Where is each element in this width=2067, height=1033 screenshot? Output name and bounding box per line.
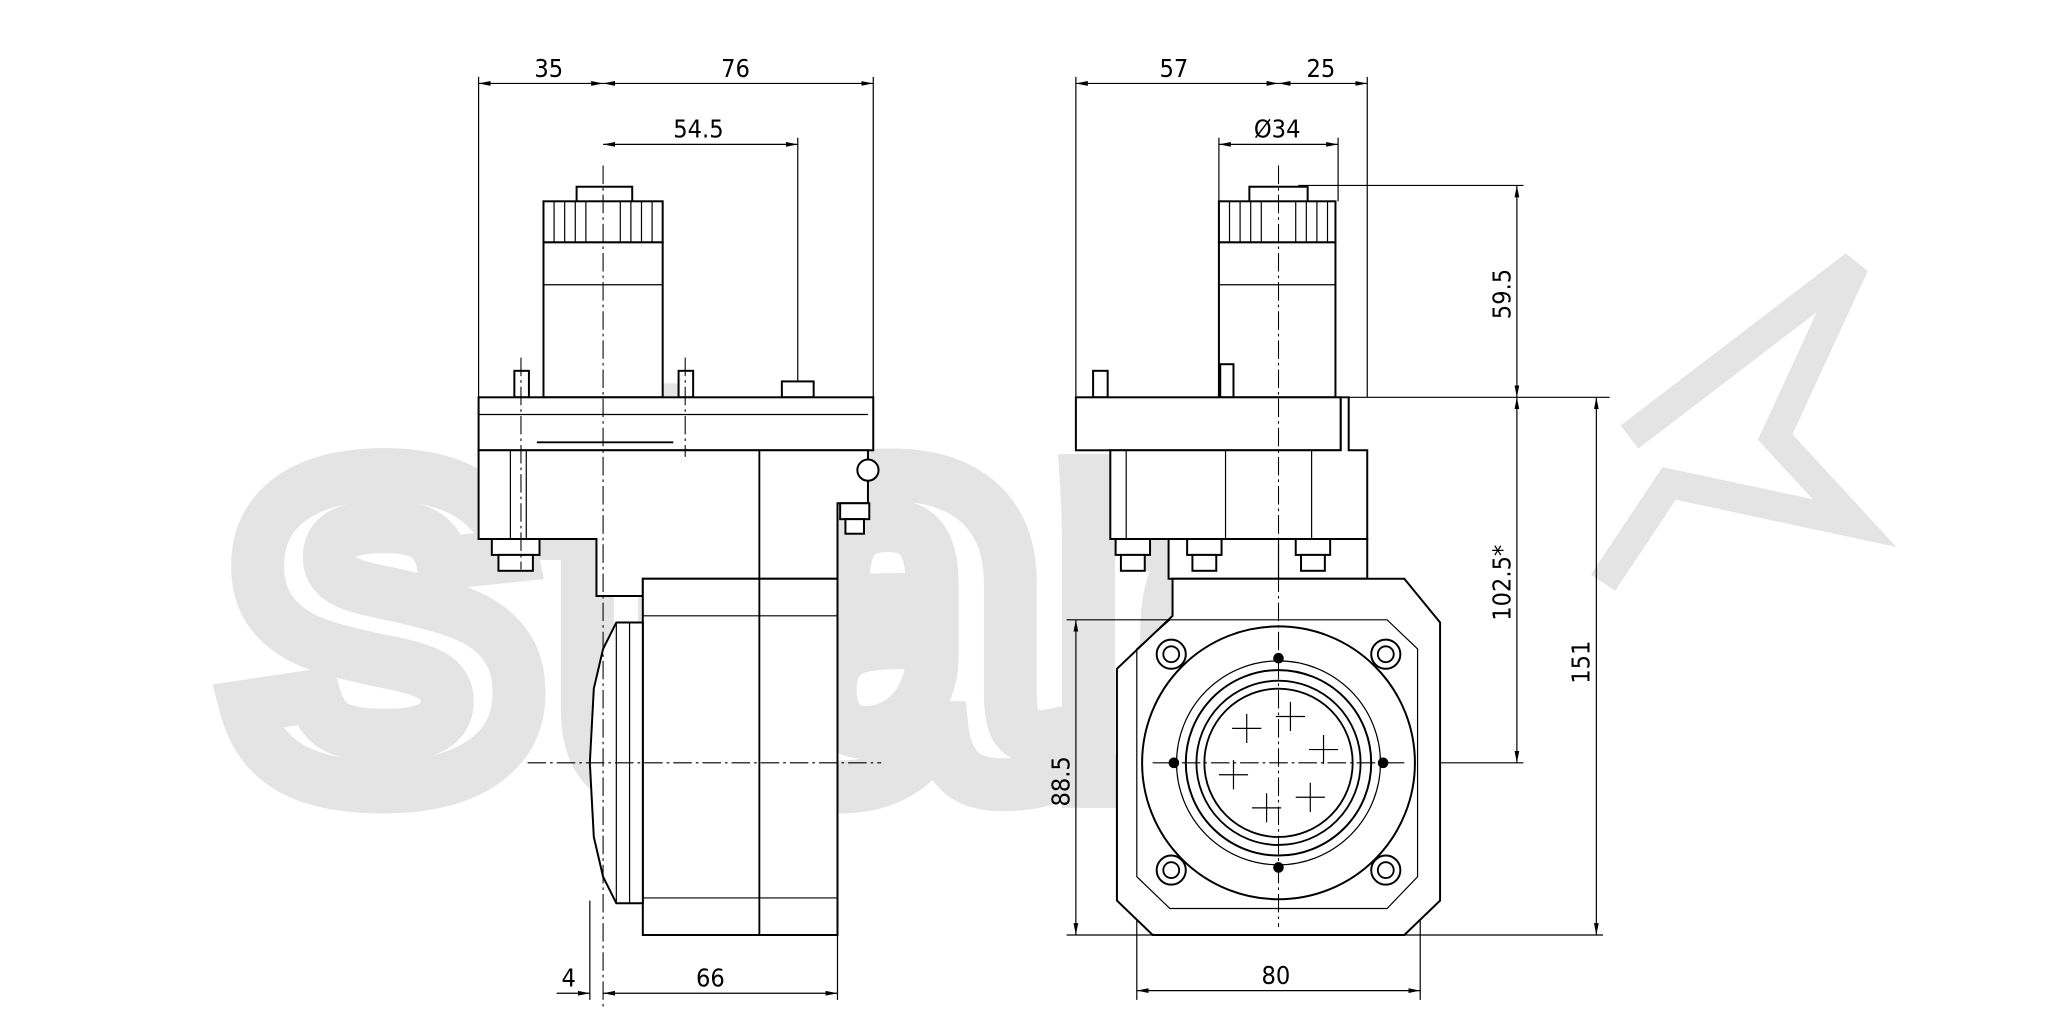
dim-35: 35 — [534, 54, 563, 83]
star-logo-watermark: star — [199, 239, 1897, 929]
dim-66: 66 — [696, 964, 725, 993]
dim-54-5: 54.5 — [673, 115, 723, 144]
dim-151: 151 — [1567, 641, 1596, 684]
dim-80: 80 — [1261, 961, 1290, 990]
dim-4: 4 — [561, 964, 575, 993]
side-view: 35 76 54.5 4 66 — [477, 54, 882, 1007]
dim-102-5: 102.5* — [1487, 545, 1516, 621]
bolt-heads — [1114, 538, 1332, 572]
dim-diameter-34: Ø34 — [1254, 115, 1301, 144]
cross-marks — [1218, 701, 1339, 823]
dim-25: 25 — [1306, 54, 1335, 83]
dim-76: 76 — [721, 54, 750, 83]
front-view: 57 25 Ø34 59.5 102.5* 151 88.5 80 — [1046, 54, 1610, 1000]
dim-88-5: 88.5 — [1046, 756, 1075, 806]
mounting-holes — [1155, 638, 1402, 886]
dim-57: 57 — [1159, 54, 1188, 83]
dim-59-5: 59.5 — [1487, 269, 1516, 319]
